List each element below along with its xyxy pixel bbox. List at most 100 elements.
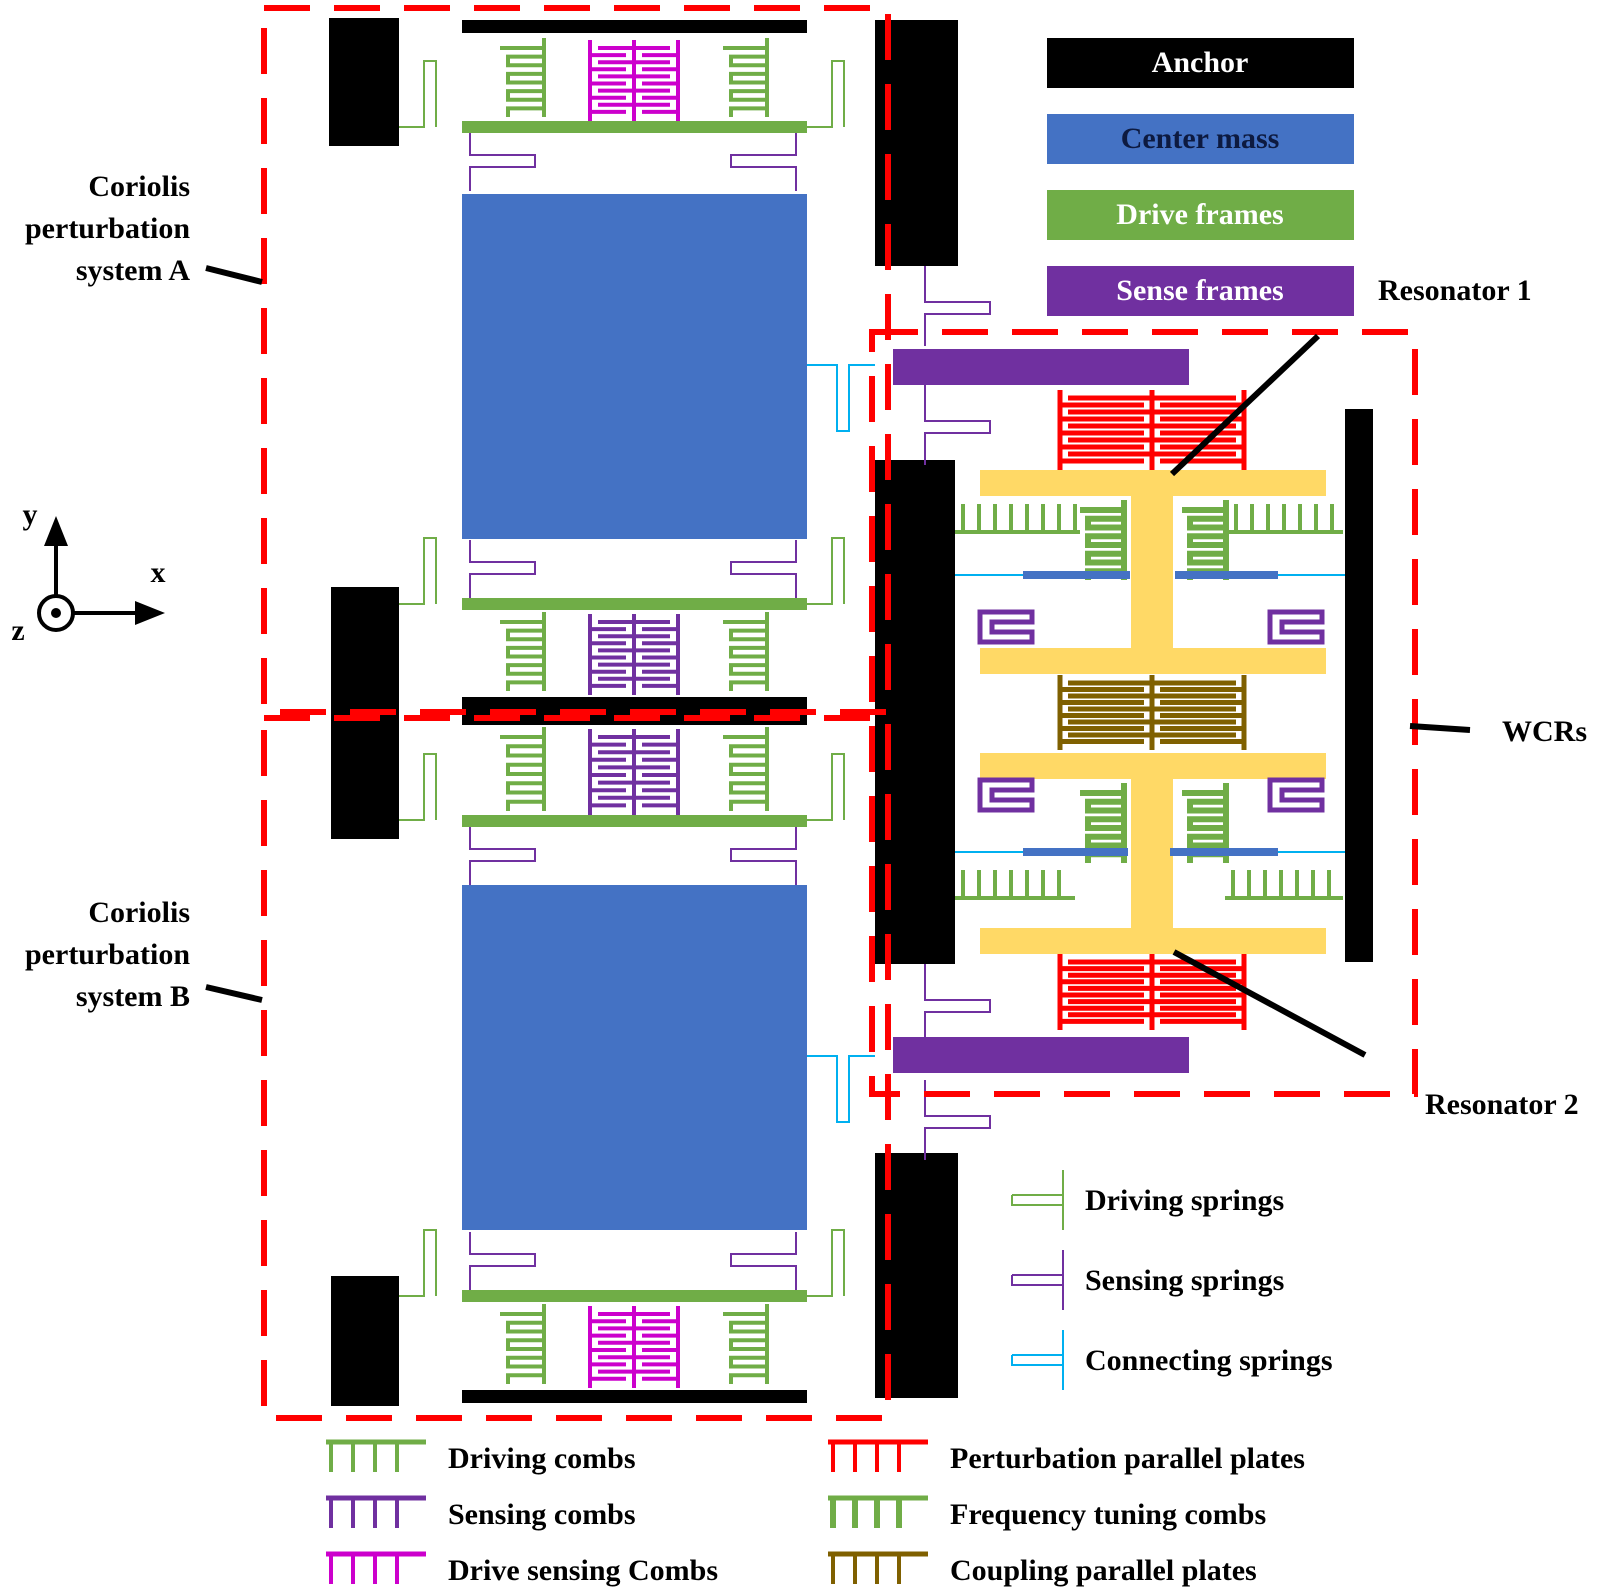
spring-legend-label-2: Connecting springs [1085, 1344, 1333, 1377]
wcr-sense-comb-3 [1267, 777, 1325, 813]
callout-system-a-line: Coriolis [88, 170, 190, 203]
comb-legend-right-label-2: Coupling parallel plates [950, 1554, 1257, 1587]
legend-box-drive_frame [1047, 190, 1354, 240]
callout-system-a-line: perturbation [25, 212, 190, 245]
driving-spring-5 [807, 753, 845, 821]
comb-legend-left-label-2: Drive sensing Combs [448, 1554, 718, 1587]
spring-legend-icon-2 [1011, 1330, 1064, 1390]
driving-spring-7 [807, 1229, 845, 1297]
x-axis-arrow [135, 601, 165, 625]
comb-legend-right-label-1: Frequency tuning combs [950, 1498, 1266, 1531]
z-axis-label: z [11, 614, 24, 647]
driving-spring-0 [399, 60, 437, 128]
spring-legend-icon-0 [1011, 1170, 1064, 1230]
tuning-comb-left-1 [1080, 507, 1127, 580]
legend-label-drive_frame: Drive frames [1116, 198, 1283, 231]
comb-legend-right-label-0: Perturbation parallel plates [950, 1442, 1305, 1475]
center-mass-b [462, 885, 807, 1230]
legend-label-center_mass: Center mass [1121, 122, 1280, 155]
drive-frame-b-top [462, 815, 807, 827]
callout-system-b-line: perturbation [25, 938, 190, 971]
callout-system-b-line: Coriolis [88, 896, 190, 929]
driving-comb-left-a-top [500, 46, 546, 117]
spring-legend-label-0: Driving springs [1085, 1184, 1284, 1217]
x-axis-label: x [151, 556, 166, 589]
callout-resonator-2: Resonator 2 [1425, 1088, 1579, 1121]
driving-spring-3 [807, 537, 845, 605]
callout-resonator-1-leader [1169, 333, 1321, 477]
frame-sensing-spring-0 [924, 266, 991, 346]
anchor-left-1 [329, 18, 399, 146]
drive-frame-a-bottom [462, 598, 807, 610]
driving-spring-6 [399, 1229, 437, 1297]
driving-comb-right-a-top [723, 46, 769, 117]
wcr-sense-comb-1 [1267, 609, 1325, 645]
center-mass-a [462, 194, 807, 539]
wcr-electrode-2 [1023, 848, 1128, 856]
connecting-spring-0 [807, 364, 875, 432]
callout-system-b-line: system B [76, 980, 190, 1013]
coordinate-axes: y x z [11, 498, 165, 647]
device-structure [261, 5, 1418, 1421]
legend-box-anchor [1047, 38, 1354, 88]
wcr-electrode-0 [1023, 571, 1130, 579]
frame-sensing-spring-2 [924, 964, 991, 1044]
driving-comb-right-b-top [723, 735, 769, 811]
anchor-wcr [1345, 409, 1373, 962]
driving-comb-right-a-bottom [723, 620, 769, 691]
callout-system-a-line: system A [76, 254, 190, 287]
driving-comb-left-b-bottom [500, 1312, 546, 1384]
tuning-comb-right-1 [1182, 507, 1229, 580]
spring-legend-label-1: Sensing springs [1085, 1264, 1284, 1297]
callout-resonator-1: Resonator 1 [1378, 274, 1532, 307]
driving-spring-1 [807, 60, 845, 128]
callout-resonator-2-leader [1172, 949, 1367, 1058]
sensing-spring-7 [730, 1232, 797, 1290]
anchor-bar-top [462, 20, 807, 33]
frame-sensing-spring-1 [924, 385, 991, 465]
drive-frame-a-top [462, 121, 807, 133]
wcr-stem-2 [1131, 753, 1173, 954]
y-axis-label: y [23, 498, 38, 531]
driving-spring-4 [399, 753, 437, 821]
frame-sensing-spring-3 [924, 1080, 991, 1160]
comb-legend-left-label-1: Sensing combs [448, 1498, 636, 1531]
drive-frame-b-bottom [462, 1290, 807, 1302]
sense-frame-top [893, 349, 1189, 385]
sensing-spring-0 [469, 133, 536, 191]
sensing-spring-5 [730, 827, 797, 885]
wcr-stem-1 [1131, 470, 1173, 674]
callout-wcrs-leader [1409, 723, 1471, 733]
callouts: Coriolis perturbation system A Coriolis pert… [25, 170, 1587, 1121]
wcr-electrode-3 [1170, 848, 1278, 856]
wcr-sense-comb-0 [977, 609, 1035, 645]
driving-comb-right-b-bottom [723, 1312, 769, 1384]
y-axis-arrow [44, 516, 68, 546]
sensing-spring-6 [469, 1232, 536, 1290]
wcr-sense-comb-2 [977, 777, 1035, 813]
spring-legend-icon-1 [1011, 1250, 1064, 1310]
sensing-spring-1 [730, 133, 797, 191]
boundary-system-b [261, 715, 891, 1421]
callout-wcrs: WCRs [1502, 715, 1587, 748]
boundary-wcrs [869, 329, 1418, 1097]
driving-comb-left-a-bottom [500, 620, 546, 691]
boundary-system-a [261, 5, 891, 715]
legend-box-sense_frame [1047, 266, 1354, 316]
driving-spring-2 [399, 537, 437, 605]
z-axis-dot [51, 608, 61, 618]
anchor-bar-bottom [462, 1390, 807, 1403]
callout-system-a-leader [205, 265, 263, 285]
anchor-left-3 [331, 1276, 399, 1406]
connecting-spring-1 [807, 1055, 875, 1123]
sensing-spring-3 [730, 540, 797, 598]
wcr-connecting-lines [955, 574, 1345, 853]
legend-label-sense_frame: Sense frames [1116, 274, 1283, 307]
sensing-spring-2 [469, 540, 536, 598]
wcr-electrode-1 [1175, 571, 1278, 579]
legend-label-anchor: Anchor [1152, 46, 1249, 79]
